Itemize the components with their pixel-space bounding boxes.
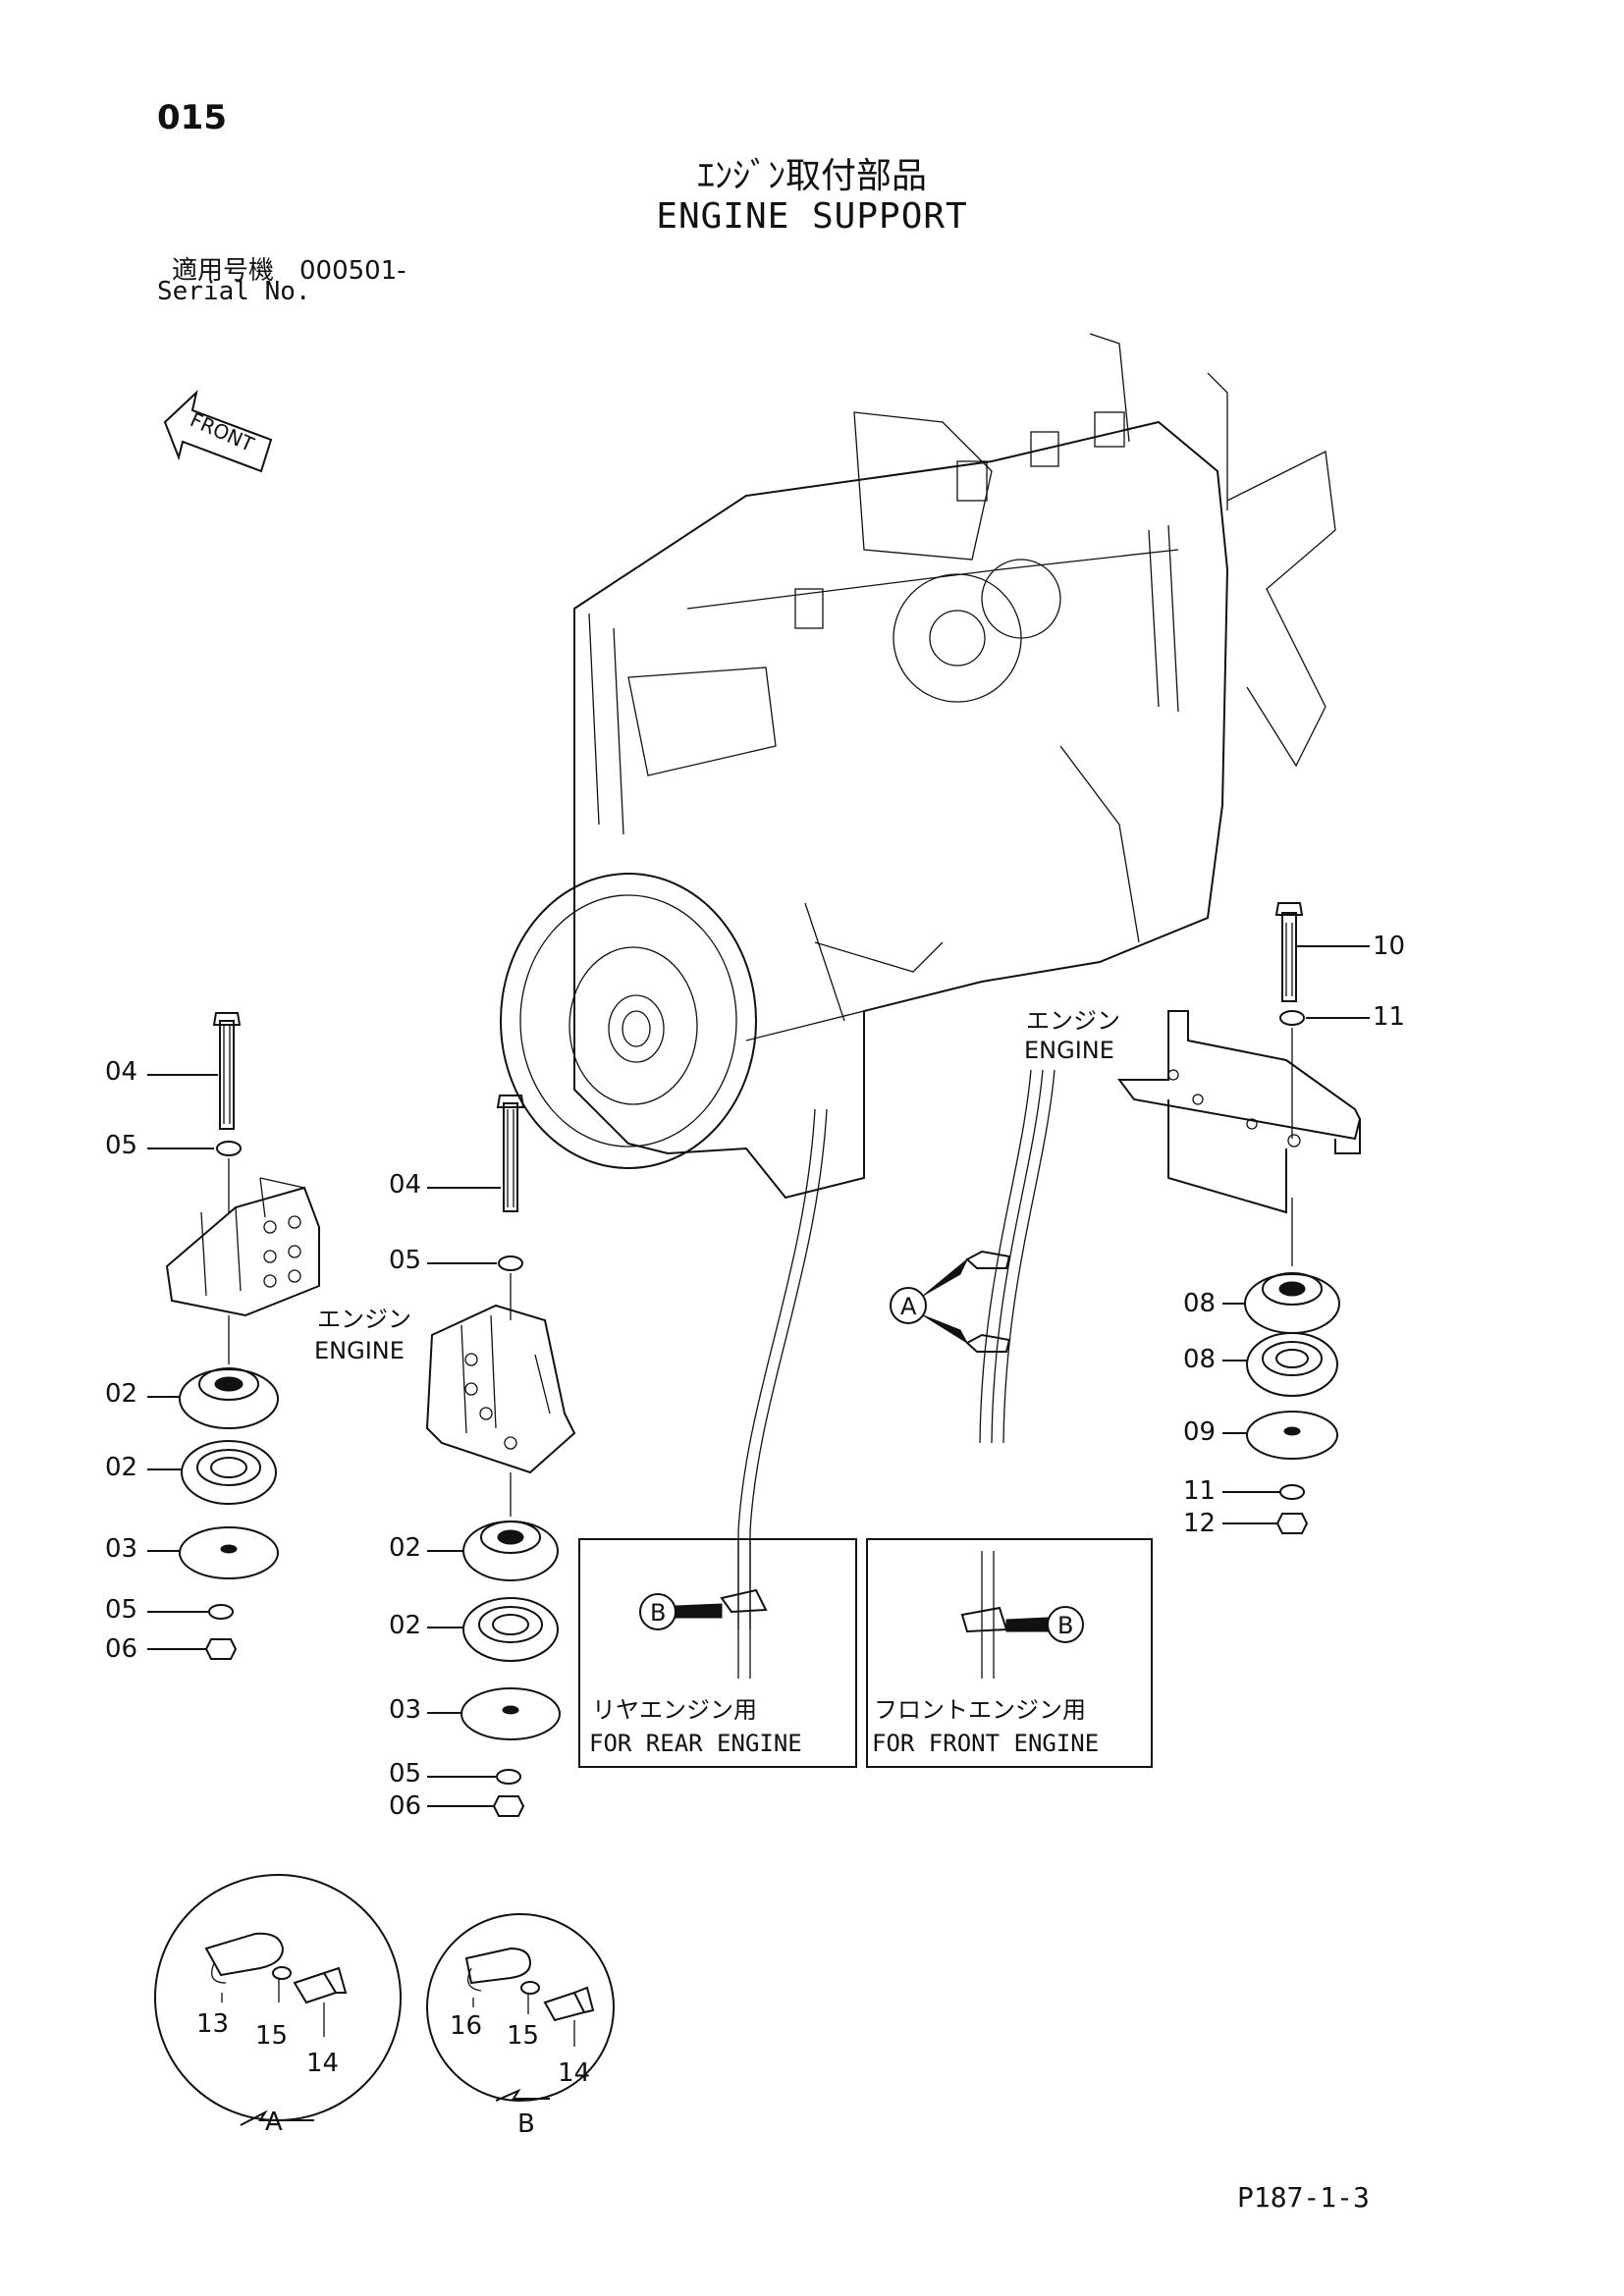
engine-illustration <box>500 333 1336 1200</box>
front-arrow-icon: FRONT <box>163 390 273 473</box>
part-number: 06 <box>389 1791 421 1821</box>
engine-label-en: ENGINE <box>314 1337 405 1364</box>
part-number: 14 <box>558 2058 590 2088</box>
part-number: 05 <box>389 1246 421 1275</box>
part-number: 09 <box>1183 1417 1216 1447</box>
front-engine-label-ja: フロントエンジン用 <box>874 1696 1086 1724</box>
part-number: 14 <box>306 2049 339 2078</box>
part-number: 05 <box>105 1595 137 1625</box>
part-number: 11 <box>1183 1476 1216 1506</box>
detail-a-label: A <box>265 2108 283 2137</box>
part-number: 08 <box>1183 1289 1216 1318</box>
figure-code: P187-1-3 <box>1237 2181 1370 2214</box>
engine-label-ja: エンジン <box>1026 1007 1120 1035</box>
detail-b <box>426 1913 615 2102</box>
page-title: ENGINE SUPPORT <box>656 196 968 237</box>
part-number: 12 <box>1183 1509 1216 1538</box>
serial-label: Serial No. <box>157 277 311 306</box>
part-number: 03 <box>389 1695 421 1725</box>
part-number: 05 <box>389 1759 421 1789</box>
part-number: 11 <box>1373 1002 1405 1032</box>
part-number: 10 <box>1373 932 1405 961</box>
part-number: 06 <box>105 1634 137 1664</box>
part-number: 04 <box>389 1170 421 1200</box>
part-number: 04 <box>105 1057 137 1087</box>
part-number: 02 <box>105 1379 137 1409</box>
middle-mount-group <box>425 1095 576 1817</box>
part-number: 05 <box>105 1131 137 1160</box>
callout-b-label: B <box>650 1599 666 1627</box>
rear-engine-label-ja: リヤエンジン用 <box>592 1696 757 1724</box>
detail-a <box>154 1874 402 2126</box>
part-number: 15 <box>507 2021 539 2051</box>
part-number: 02 <box>389 1533 421 1563</box>
title-japanese: ｴﾝｼﾞﾝ取付部品 <box>696 156 927 196</box>
engine-label-en: ENGINE <box>1024 1037 1114 1064</box>
callout-a-label: A <box>900 1293 917 1320</box>
harness-lines <box>737 1069 1056 1629</box>
part-number: 02 <box>105 1453 137 1482</box>
right-mount-group <box>1117 902 1370 1534</box>
front-arrow-label: FRONT <box>187 407 258 456</box>
front-engine-box <box>866 1538 1153 1768</box>
callout-b-label: B <box>1057 1612 1073 1639</box>
callout-a-circle <box>890 1287 927 1324</box>
serial-range: 適用号機 000501- <box>172 256 406 286</box>
left-mount-group <box>147 1012 320 1660</box>
part-number: 08 <box>1183 1345 1216 1374</box>
rear-engine-box <box>578 1538 857 1768</box>
engine-label-ja: エンジン <box>317 1306 411 1333</box>
part-number: 02 <box>389 1611 421 1640</box>
part-number: 13 <box>196 2009 229 2039</box>
rear-engine-label-en: FOR REAR ENGINE <box>589 1730 802 1757</box>
front-engine-label-en: FOR FRONT ENGINE <box>872 1730 1099 1757</box>
part-number: 03 <box>105 1534 137 1564</box>
part-number: 16 <box>450 2011 482 2041</box>
part-number: 15 <box>255 2021 288 2051</box>
harness-clip <box>965 1250 1011 1353</box>
page-number: 015 <box>157 98 227 137</box>
detail-b-label: B <box>517 2109 535 2139</box>
